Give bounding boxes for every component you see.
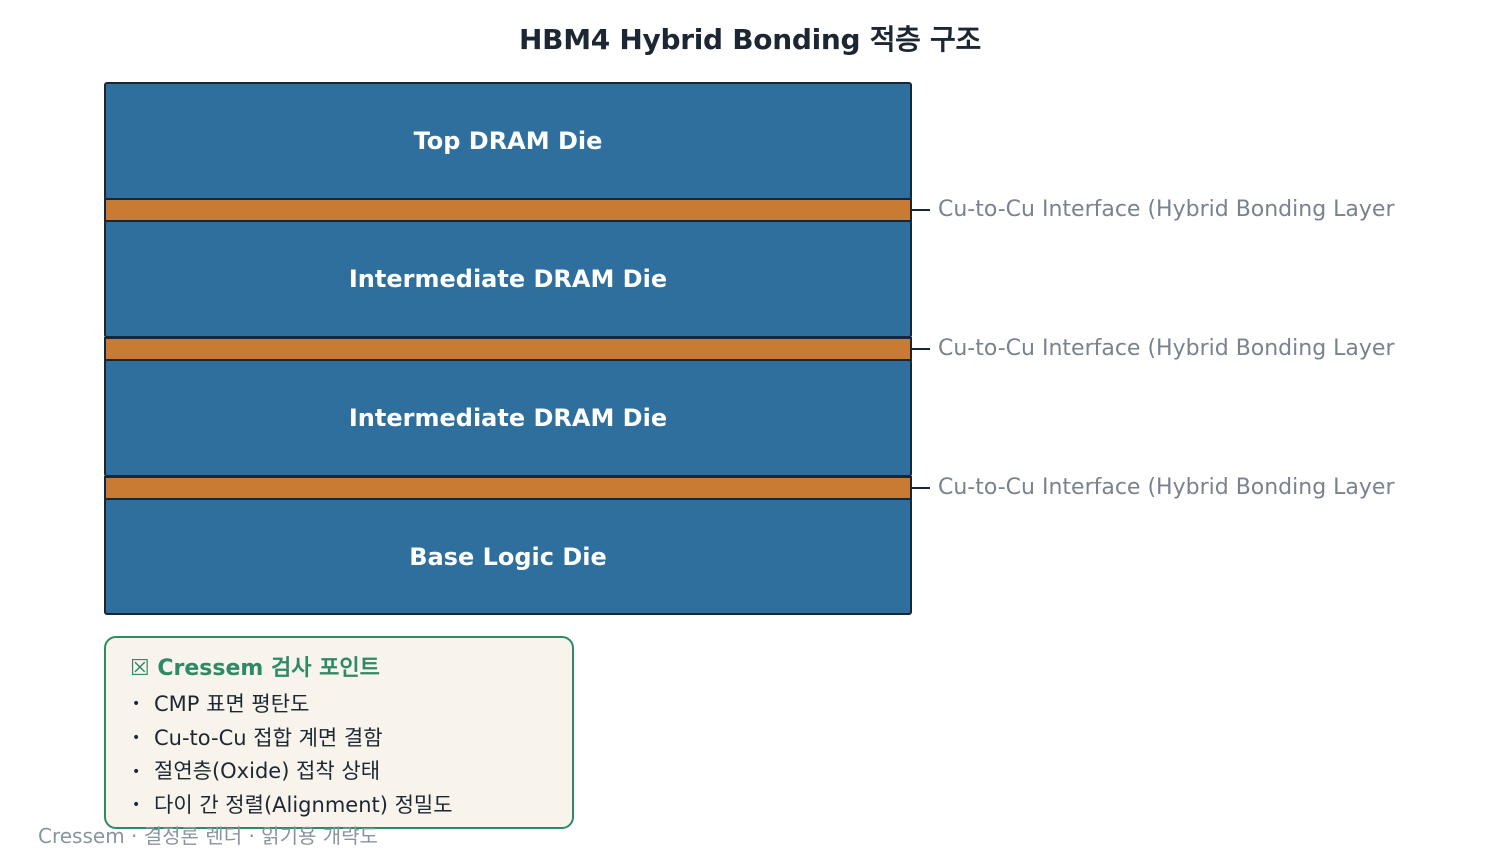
bonding-layer-label: Cu-to-Cu Interface (Hybrid Bonding Layer	[938, 336, 1395, 361]
bullet-icon: •	[132, 696, 141, 713]
bonding-leader-line	[912, 348, 930, 350]
list-item-text: 다이 간 정렬(Alignment) 정밀도	[154, 793, 453, 818]
bonding-layer	[104, 198, 912, 222]
intermediate-dram-die: Intermediate DRAM Die	[104, 359, 912, 477]
bonding-leader-line	[912, 209, 930, 211]
base-logic-die: Base Logic Die	[104, 498, 912, 615]
list-item: • Cu-to-Cu 접합 계면 결함	[132, 722, 453, 756]
list-item-text: 절연층(Oxide) 접착 상태	[154, 759, 381, 784]
inspection-points-box: ☒ Cressem 검사 포인트 • CMP 표면 평탄도 • Cu-to-Cu 접…	[104, 636, 574, 829]
bullet-icon: •	[132, 797, 141, 814]
die-label: Top DRAM Die	[413, 127, 603, 155]
die-label: Intermediate DRAM Die	[348, 404, 668, 432]
die-label: Intermediate DRAM Die	[348, 265, 668, 293]
bonding-layer-label: Cu-to-Cu Interface (Hybrid Bonding Layer	[938, 197, 1395, 222]
bonding-layer-label: Cu-to-Cu Interface (Hybrid Bonding Layer	[938, 475, 1395, 500]
intermediate-dram-die: Intermediate DRAM Die	[104, 220, 912, 338]
bonding-layer	[104, 337, 912, 361]
list-item: • 절연층(Oxide) 접착 상태	[132, 755, 453, 789]
diagram-title: HBM4 Hybrid Bonding 적층 구조	[519, 23, 981, 56]
list-item: • CMP 표면 평탄도	[132, 688, 453, 722]
footer-caption: Cressem · 결정론 렌더 · 읽기용 개략도	[38, 824, 378, 848]
top-dram-die: Top DRAM Die	[104, 82, 912, 200]
inspection-points-list: • CMP 표면 평탄도 • Cu-to-Cu 접합 계면 결함 • 절연층(Oxid…	[132, 688, 453, 823]
bonding-leader-line	[912, 487, 930, 489]
list-item-text: Cu-to-Cu 접합 계면 결함	[154, 725, 383, 750]
list-item: • 다이 간 정렬(Alignment) 정밀도	[132, 789, 453, 823]
inspection-points-title: ☒ Cressem 검사 포인트	[130, 656, 380, 681]
list-item-text: CMP 표면 평탄도	[154, 692, 310, 716]
die-label: Base Logic Die	[409, 542, 607, 571]
bullet-icon: •	[132, 763, 141, 780]
bullet-icon: •	[132, 729, 141, 746]
bonding-layer	[104, 476, 912, 500]
